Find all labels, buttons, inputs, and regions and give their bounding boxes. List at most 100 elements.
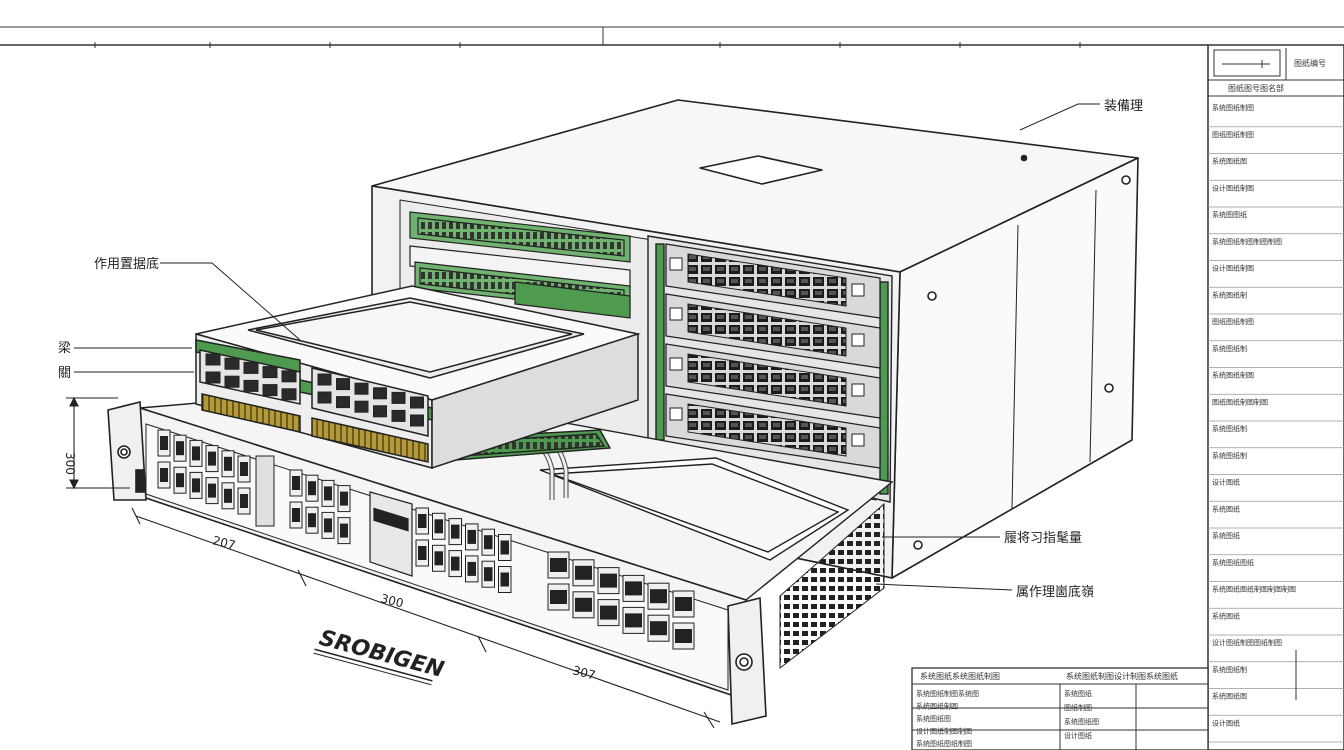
front-port-jack [292, 476, 300, 490]
front-port-jack [224, 488, 232, 503]
front-port-jack [550, 590, 567, 604]
title-block-row: 系统图纸制 [1212, 451, 1247, 460]
title-block-row: 设计图纸制图 [1212, 183, 1254, 192]
title-block-row: 系统图纸 [1212, 611, 1240, 620]
module-rj45-ports [205, 353, 424, 427]
rj45-port [243, 379, 259, 392]
front-port-jack [240, 494, 248, 508]
front-port-jack [434, 551, 443, 566]
line-card [665, 393, 881, 469]
rj45-port [243, 361, 259, 374]
callout-right-a: 履将习指髦量 [1004, 531, 1082, 546]
rj45-port [262, 384, 278, 397]
front-port-jack [324, 486, 332, 501]
title-block-row: 系统图图纸 [1212, 210, 1247, 219]
front-port-jack [340, 523, 348, 538]
title-block-rows: 系统图纸制图图纸图纸制图系统图纸图设计图纸制图系统图图纸系统图纸制图制图制图设计… [1208, 103, 1344, 743]
rj45-port [354, 382, 369, 395]
bottom-table-rows: 系统图纸制图系统图系统图纸制图系统图纸图设计图纸制图制图系统图纸图纸制图系统图纸… [916, 689, 1099, 748]
front-port-jack [160, 436, 168, 450]
front-port-jack [500, 540, 509, 555]
rj45-port [281, 388, 297, 401]
dimension-lines [66, 396, 721, 729]
front-sfp-cage [369, 491, 413, 577]
bottom-table-cell: 系统图纸制图 [916, 702, 958, 711]
rj45-port [224, 375, 240, 388]
front-port-jack [575, 565, 592, 580]
front-port-jack [625, 581, 642, 596]
title-block-header: 图纸编号 [1294, 58, 1326, 68]
dim-front-mid: 300 [379, 591, 405, 610]
title-block-row: 系统图纸图纸 [1212, 558, 1254, 567]
bottom-table-cell: 系统图纸图纸制图 [916, 739, 972, 748]
bottom-table-cell: 图纸制图 [1064, 703, 1092, 712]
front-port-jack [208, 483, 216, 498]
front-port-jack [650, 621, 667, 636]
rj45-port [224, 357, 240, 370]
sfp-line-cards [665, 243, 881, 469]
bottom-table-cell: 设计图纸制图制图 [916, 727, 972, 736]
title-block-row: 系统图纸制 [1212, 424, 1247, 433]
title-block-row: 系统图纸图 [1212, 157, 1247, 166]
front-port-jack [240, 462, 248, 476]
title-block-row: 图纸图纸制图 [1212, 317, 1254, 326]
rj45-port [281, 370, 297, 383]
title-block-row: 系统图纸制图制图制图 [1212, 237, 1282, 246]
rj45-port [336, 396, 350, 409]
rj45-port [262, 366, 278, 379]
front-port-jack [192, 478, 200, 493]
callout-top-cover: 装備理 [1104, 98, 1143, 114]
title-block [1207, 44, 1344, 750]
front-port-jack [600, 605, 617, 620]
front-port-jack [434, 519, 443, 534]
rj45-port [317, 373, 332, 386]
front-port-jack [340, 491, 348, 506]
front-port-jack [675, 597, 692, 611]
front-port-jack [467, 561, 476, 576]
rj45-port [410, 414, 424, 427]
line-card [665, 343, 881, 419]
title-block-row: 系统图纸 [1212, 531, 1240, 540]
rj45-port [410, 396, 424, 409]
title-block-row: 系统图纸制 [1212, 290, 1247, 299]
callout-right-b: 属作理崮底嶺 [1016, 584, 1094, 600]
front-port-jack [308, 513, 316, 528]
rj45-port [373, 405, 387, 418]
front-port-jack [292, 508, 300, 522]
title-block-row: 系统图纸制 [1212, 344, 1247, 353]
title-block-subheader: 图纸图号图名部 [1228, 83, 1284, 93]
drawing-frame [0, 26, 1344, 48]
front-port-jack [484, 535, 493, 550]
front-port-jack [451, 524, 460, 539]
brand-logo: SROBIGEN [313, 626, 447, 686]
title-block-row: 系统图纸制图 [1212, 103, 1254, 112]
callout-leaders [74, 103, 1100, 591]
title-block-row: 系统图纸图纸制图制图制图 [1212, 585, 1296, 594]
title-block-row: 设计图纸制图图纸制图 [1212, 638, 1282, 647]
front-port-jack [484, 567, 493, 582]
callout-left-b: 關 [58, 366, 71, 381]
bottom-table-col2-header: 系统图纸制图设计制图系统图纸 [1066, 671, 1178, 681]
title-block-row: 系统图纸制 [1212, 665, 1247, 674]
bottom-table-cell: 系统图纸 [1064, 689, 1092, 698]
title-block-row: 图纸图纸制图制图 [1212, 397, 1268, 406]
bottom-table-cell: 系统图纸图 [916, 714, 951, 723]
front-port-jack [575, 597, 592, 612]
front-port-jack [650, 589, 667, 604]
rj45-port [205, 353, 221, 366]
front-port-jack [451, 556, 460, 571]
line-card [665, 293, 881, 369]
rj45-port [205, 371, 221, 384]
title-block-row: 设计图纸 [1212, 478, 1240, 487]
title-block-row: 设计图纸 [1212, 718, 1240, 727]
front-port-jack [418, 546, 427, 560]
rj45-port [391, 409, 406, 422]
front-port-jack [500, 572, 509, 587]
dim-front-left: 207 [211, 533, 237, 552]
front-port-jack [176, 441, 184, 456]
bottom-table-cell: 设计图纸 [1064, 731, 1092, 740]
callout-left-module: 作用置据底 [94, 256, 159, 272]
title-block-row: 系统图纸制图 [1212, 371, 1254, 380]
